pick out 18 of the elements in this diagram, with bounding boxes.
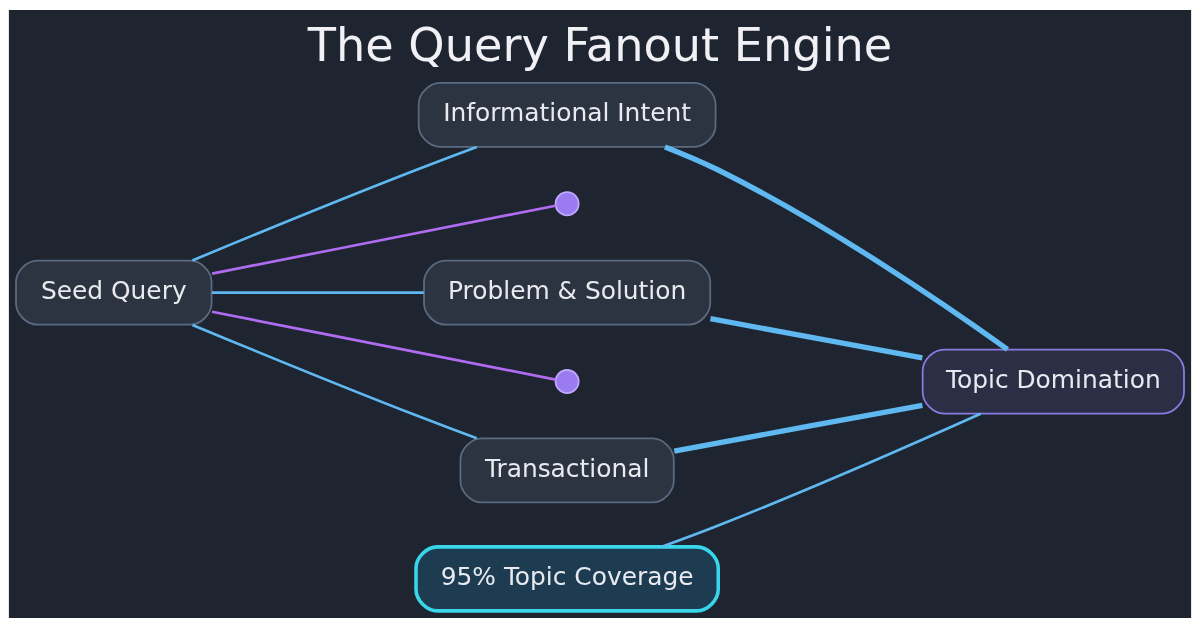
- connector: [191, 323, 478, 440]
- node-circle: [554, 369, 580, 394]
- node-box: 95% Topic Coverage: [414, 545, 720, 613]
- connector: [211, 310, 556, 381]
- connector: [664, 144, 1010, 352]
- connector: [212, 291, 424, 294]
- node-box: Topic Domination: [921, 348, 1185, 415]
- node-box: Transactional: [459, 437, 675, 504]
- connector: [709, 316, 923, 361]
- node-box: Informational Intent: [417, 82, 717, 148]
- connector: [661, 412, 982, 549]
- node-circle: [554, 191, 580, 217]
- connector: [191, 145, 478, 262]
- diagram-title: The Query Fanout Engine: [307, 18, 893, 73]
- connector: [211, 204, 556, 275]
- connector: [673, 402, 923, 454]
- node-box: Seed Query: [15, 259, 213, 326]
- node-box: Problem & Solution: [423, 259, 712, 326]
